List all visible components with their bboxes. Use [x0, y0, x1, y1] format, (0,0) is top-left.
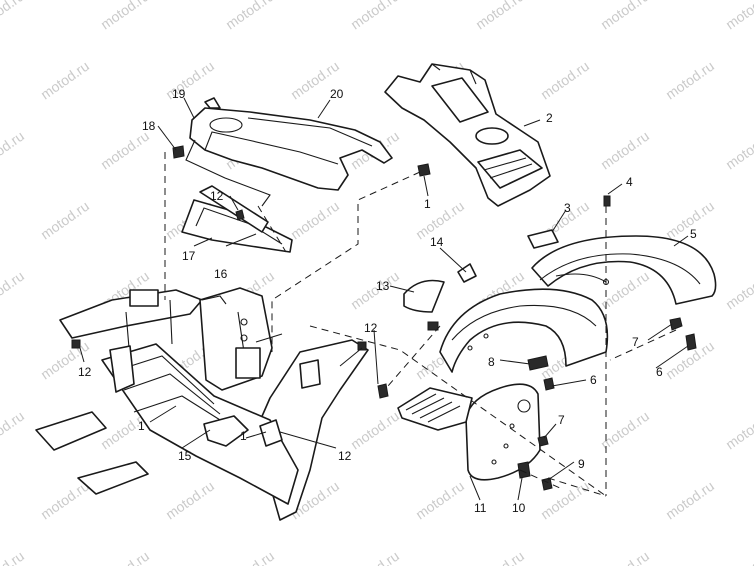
watermark-text: motod.ru: [598, 548, 652, 566]
mud-flap-part-11: [465, 383, 541, 481]
watermark-text: motod.ru: [348, 548, 402, 566]
callout-13: 13: [376, 279, 390, 293]
watermark-text: motod.ru: [473, 548, 527, 566]
watermark-text: motod.ru: [38, 58, 92, 103]
watermark-text: motod.ru: [38, 198, 92, 243]
watermark-text: motod.ru: [163, 478, 217, 523]
callout-7-right: 7: [632, 335, 639, 349]
callout-4: 4: [626, 175, 633, 189]
callout-1-center: 1: [240, 429, 247, 443]
callout-20: 20: [330, 87, 344, 101]
watermark-text: motod.ru: [0, 408, 27, 453]
watermark-text: motod.ru: [0, 128, 27, 173]
front-fender-hood-part-20: [185, 97, 393, 207]
watermark-text: motod.ru: [598, 0, 652, 32]
rear-fender-part-5: [531, 235, 717, 305]
callout-8: 8: [488, 355, 495, 369]
watermark-text: motod.ru: [663, 58, 717, 103]
front-fender-part-14: [403, 263, 609, 373]
watermark-text: motod.ru: [598, 128, 652, 173]
callout-11: 11: [474, 501, 487, 515]
watermark-text: motod.ru: [0, 0, 27, 32]
callout-12-left: 12: [78, 365, 92, 379]
callout-19: 19: [172, 87, 186, 101]
callout-16: 16: [214, 267, 228, 281]
watermark-text: motod.ru: [0, 268, 27, 313]
callout-1-left: 1: [138, 419, 145, 433]
callout-1-top: 1: [424, 197, 431, 211]
callout-12-top: 12: [210, 189, 224, 203]
watermark-text: motod.ru: [413, 478, 467, 523]
watermark-text: motod.ru: [223, 548, 277, 566]
callout-14: 14: [430, 235, 444, 249]
watermark-text: motod.ru: [723, 548, 754, 566]
callout-3: 3: [564, 201, 571, 215]
footrest-pad: [397, 387, 473, 431]
watermark-text: motod.ru: [163, 58, 217, 103]
watermark-text: motod.ru: [723, 0, 754, 32]
watermark-text: motod.ru: [723, 408, 754, 453]
leader-lines: [79, 97, 689, 501]
callout-2: 2: [546, 111, 553, 125]
atv-frame: [35, 287, 369, 521]
watermark-text: motod.ru: [98, 548, 152, 566]
watermark-text: motod.ru: [0, 548, 27, 566]
watermark-text: motod.ru: [473, 0, 527, 32]
watermark-text: motod.ru: [348, 268, 402, 313]
dash-console-part-2: [384, 63, 551, 207]
callout-12-mid: 12: [364, 321, 378, 335]
watermark-text: motod.ru: [723, 128, 754, 173]
callout-labels: 19 20 18 2 1 4 3 5 12 17 16 14 13 12 12 …: [78, 87, 697, 515]
watermark-text: motod.ru: [723, 268, 754, 313]
callout-6-mid: 6: [590, 373, 597, 387]
callout-6-right: 6: [656, 365, 663, 379]
watermark-text: motod.ru: [288, 198, 342, 243]
watermark-text: motod.ru: [38, 478, 92, 523]
watermark-text: motod.ru: [98, 128, 152, 173]
callout-17: 17: [182, 249, 196, 263]
watermark-text: motod.ru: [348, 0, 402, 32]
callout-5: 5: [690, 227, 697, 241]
watermark-text: motod.ru: [538, 58, 592, 103]
callout-18: 18: [142, 119, 156, 133]
watermark-text: motod.ru: [348, 408, 402, 453]
callout-12-bottom: 12: [338, 449, 352, 463]
callout-9: 9: [578, 457, 585, 471]
watermark-text: motod.ru: [223, 0, 277, 32]
watermark-text: motod.ru: [98, 0, 152, 32]
callout-15: 15: [178, 449, 192, 463]
callout-7-low: 7: [558, 413, 565, 427]
callout-10: 10: [512, 501, 526, 515]
rear-decal-part-3: [527, 229, 559, 249]
watermark-text: motod.ru: [663, 478, 717, 523]
